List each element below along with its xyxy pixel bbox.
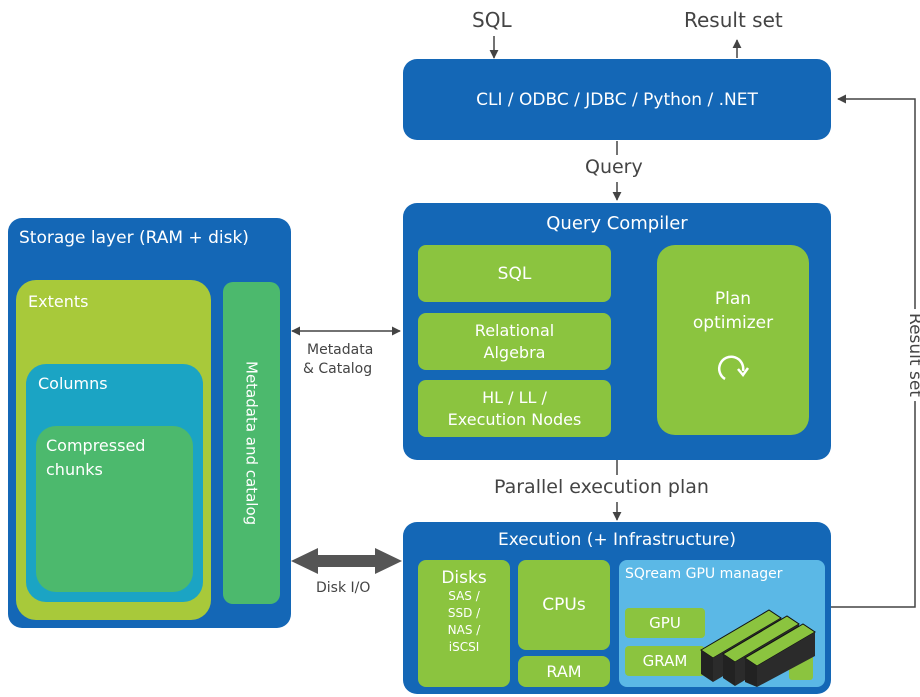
gpu-manager-box: SQream GPU manager GPU GRAM (619, 560, 825, 687)
metadata-catalog-label: Metadata & Catalog (303, 341, 373, 379)
extents-box: Extents Columns Compressed chunks (16, 280, 211, 620)
sql-label: SQL (472, 8, 512, 32)
gpu-label: GPU (649, 614, 681, 632)
result-set-loop (827, 94, 916, 608)
metadata-catalog-vertical-label: Metadata and catalog (242, 360, 261, 526)
execution-nodes-stage: HL / LL / Execution Nodes (418, 380, 611, 437)
execution-title: Execution (+ Infrastructure) (497, 530, 737, 550)
disks-title: Disks (441, 568, 487, 588)
chunks-line2: chunks (46, 460, 103, 479)
query-compiler-title: Query Compiler (546, 213, 688, 234)
query-label: Query (585, 156, 643, 178)
metadata-line1: Metadata (307, 342, 374, 358)
ram-label: RAM (546, 662, 582, 681)
plan-optimizer-line1: Plan (714, 288, 752, 309)
nodes-line2: Execution Nodes (447, 409, 582, 429)
disks-sub-2: NAS / (447, 623, 481, 637)
query-compiler-box: Query Compiler SQL Relational Algebra HL… (403, 203, 831, 460)
chunks-line1: Compressed (46, 436, 146, 455)
disks-sub-0: SAS / (448, 589, 480, 603)
columns-label: Columns (38, 374, 108, 393)
plan-optimizer: Plan optimizer (657, 245, 809, 435)
metadata-catalog-column: Metadata and catalog (223, 282, 280, 604)
ram-box: RAM (518, 656, 610, 687)
parallel-plan-label: Parallel execution plan (494, 476, 709, 498)
disk-io-label: Disk I/O (316, 580, 371, 596)
gram-box: GRAM (625, 646, 705, 676)
result-set-label: Result set (684, 8, 783, 32)
result-set-side-label: Result set (905, 309, 920, 401)
execution-box: Execution (+ Infrastructure) Disks SAS /… (403, 522, 831, 694)
gram-label: GRAM (642, 652, 688, 670)
relational-line2: Algebra (483, 342, 546, 362)
relational-algebra-stage: Relational Algebra (418, 313, 611, 370)
gpu-cards-illustration (700, 609, 816, 687)
nodes-line1: HL / LL / (482, 387, 547, 407)
disks-sub-1: SSD / (447, 606, 481, 620)
metadata-line2: & Catalog (303, 361, 373, 377)
plan-optimizer-line2: optimizer (692, 312, 774, 333)
relational-line1: Relational (474, 320, 555, 340)
gpu-manager-title: SQream GPU manager (625, 566, 783, 582)
client-interfaces-label: CLI / ODBC / JDBC / Python / .NET (476, 89, 758, 110)
columns-box: Columns Compressed chunks (26, 364, 203, 602)
sql-stage-label: SQL (497, 263, 532, 284)
cpus-label: CPUs (542, 595, 586, 615)
disk-io-arrow (291, 548, 402, 574)
gpu-box: GPU (625, 608, 705, 638)
cpus-box: CPUs (518, 560, 610, 650)
disks-box: Disks SAS / SSD / NAS / iSCSI (418, 560, 510, 687)
client-interfaces-box: CLI / ODBC / JDBC / Python / .NET (403, 59, 831, 140)
extents-label: Extents (28, 292, 89, 311)
refresh-icon (716, 353, 750, 394)
sql-stage: SQL (418, 245, 611, 302)
compressed-chunks-box: Compressed chunks (36, 426, 193, 592)
disks-sub-3: iSCSI (448, 640, 480, 654)
storage-layer-title: Storage layer (RAM + disk) (19, 228, 249, 248)
storage-layer-box: Storage layer (RAM + disk) Extents Colum… (8, 218, 291, 628)
chunks-label: Compressed chunks (46, 434, 145, 482)
gpu-card-3 (744, 623, 816, 687)
